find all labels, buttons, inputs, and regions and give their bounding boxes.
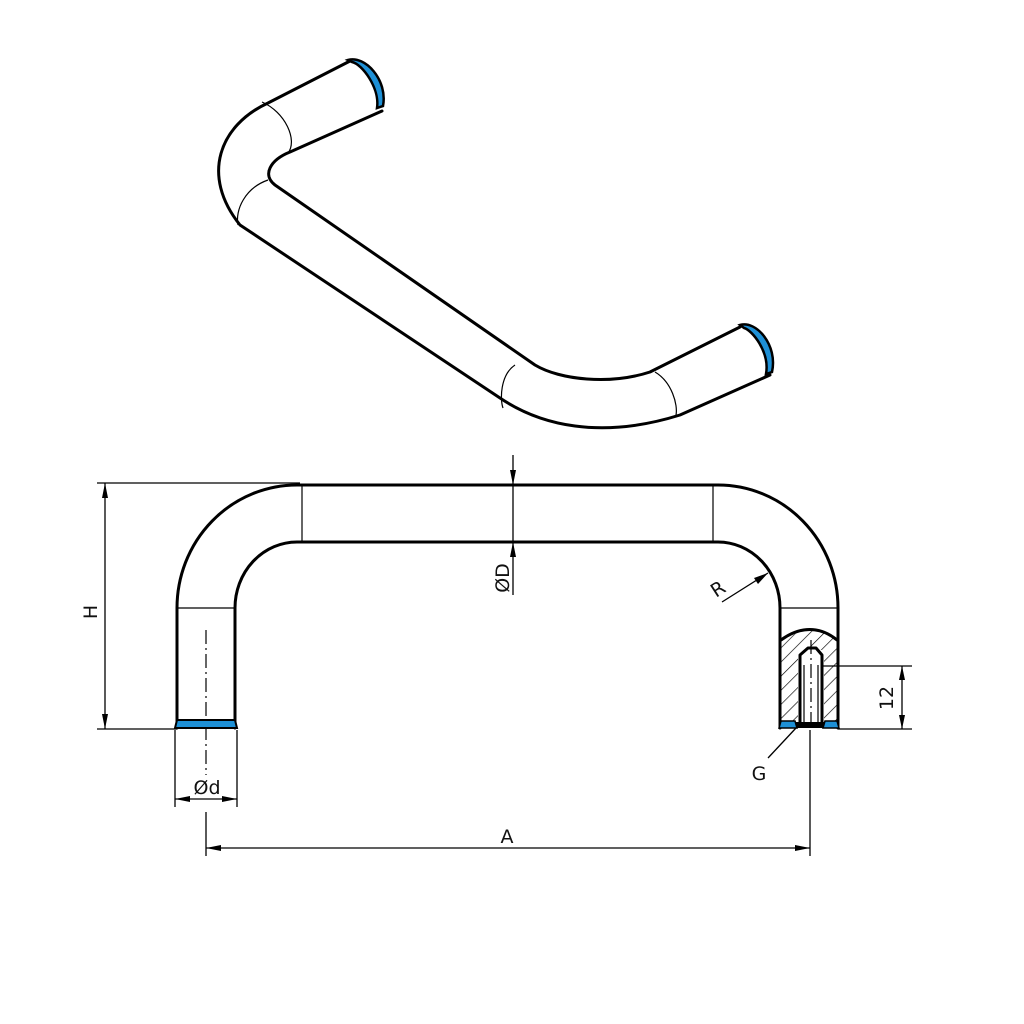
iso-bend-seam	[654, 371, 677, 416]
iso-bend-seam	[261, 101, 292, 154]
iso-handle-outline-outer	[217, 58, 772, 430]
dim-label-A: A	[501, 826, 514, 848]
front-seal-ring-right-b	[822, 720, 840, 729]
iso-bend-seam	[236, 179, 269, 226]
right-leg-section	[778, 628, 840, 730]
dim-label-12: 12	[876, 686, 898, 710]
dimension-OD: ØD	[492, 455, 516, 595]
dim-label-H: H	[80, 605, 102, 619]
dim-label-OD: ØD	[492, 563, 514, 593]
dimension-H: H	[80, 482, 300, 730]
dim-label-R: R	[707, 577, 730, 603]
front-seal-ring-left	[173, 719, 239, 729]
dimension-thread-depth: 12	[822, 665, 912, 730]
isometric-view	[217, 58, 775, 430]
front-handle-outline-inner	[233, 540, 782, 730]
dimension-Od: Ød	[174, 730, 238, 807]
front-view	[173, 483, 840, 775]
dim-label-Od: Ød	[193, 777, 220, 799]
iso-seal-ring-right	[737, 323, 775, 376]
iso-handle-outline-inner	[267, 109, 742, 381]
iso-seal-ring-left	[344, 58, 385, 110]
dimension-R: R	[707, 572, 769, 603]
dimension-G: G	[752, 727, 797, 785]
iso-bend-seam	[500, 364, 516, 409]
dim-label-G: G	[752, 763, 767, 785]
front-handle-outline-outer	[175, 483, 840, 730]
dimension-A: A	[205, 730, 811, 856]
front-seal-ring-right-a	[778, 720, 798, 729]
